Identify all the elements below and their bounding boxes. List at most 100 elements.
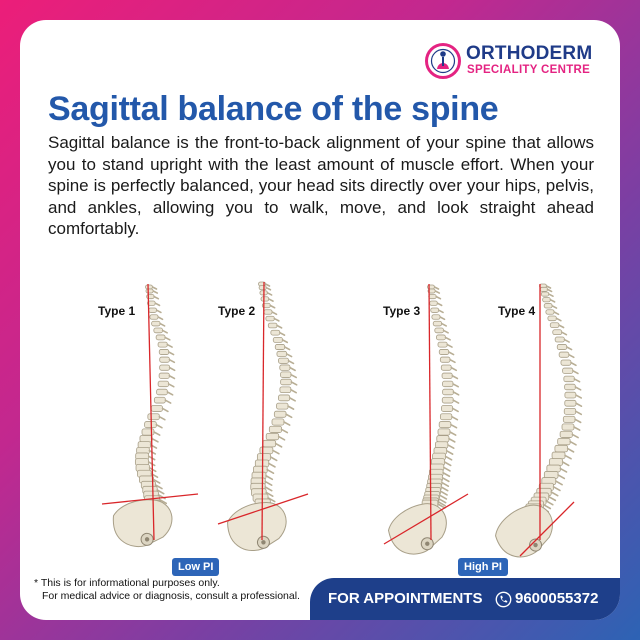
spinous-process — [155, 423, 163, 429]
vertebra — [428, 294, 437, 300]
vertebra — [439, 413, 453, 421]
spinous-process — [568, 353, 575, 359]
plumb-line — [428, 283, 432, 541]
spinous-process — [283, 421, 291, 426]
vertebra — [564, 383, 576, 391]
spinous-process — [265, 286, 272, 291]
spinous-process — [557, 474, 566, 480]
spinous-process — [566, 447, 575, 453]
vertebra — [561, 423, 575, 431]
vertebra — [540, 291, 550, 297]
spinous-process — [155, 309, 162, 314]
spinous-process — [158, 498, 168, 505]
spinous-process — [450, 423, 458, 429]
pelvis-bone — [387, 503, 447, 555]
spinous-process — [552, 486, 561, 492]
vertebra — [159, 364, 171, 371]
spinous-process — [267, 298, 274, 302]
appointments-phone[interactable]: 9600055372 — [515, 590, 599, 607]
vertebra — [145, 288, 154, 294]
vertebra — [546, 464, 561, 473]
appointments-banner[interactable]: FOR APPOINTMENTS 9600055372 — [310, 578, 620, 620]
content-card: ORTHODERM SPECIALITY CENTRE Sagittal bal… — [20, 20, 620, 620]
spinous-process — [565, 346, 573, 351]
spinous-process — [545, 285, 552, 289]
spinous-process — [154, 484, 163, 490]
vertebra — [554, 336, 565, 343]
spinous-process — [273, 317, 280, 322]
spinous-process — [152, 478, 161, 484]
disclaimer: * This is for informational purposes onl… — [34, 577, 300, 603]
spinous-process — [575, 402, 583, 407]
spinous-process — [161, 329, 168, 334]
spinous-process — [266, 468, 275, 474]
vertebra — [278, 357, 289, 364]
spinous-process — [276, 324, 283, 329]
vertebra — [552, 329, 563, 336]
spinous-process — [290, 373, 298, 379]
spinous-process — [285, 353, 293, 358]
vertebra — [440, 364, 452, 371]
spinous-process — [267, 497, 276, 503]
plumb-line — [147, 283, 155, 541]
spinous-process — [277, 435, 286, 441]
spinous-process — [451, 407, 459, 413]
spinous-process — [551, 305, 558, 309]
vertebra — [441, 372, 453, 379]
pelvis-bone — [495, 504, 553, 558]
spinous-process — [290, 388, 298, 394]
vertebra — [559, 430, 573, 438]
vertebra — [151, 320, 161, 327]
spinous-process — [158, 415, 166, 421]
vertebra — [267, 322, 278, 329]
spinous-process — [440, 322, 448, 327]
pelvis-bone — [227, 502, 287, 552]
spinous-process — [559, 467, 568, 473]
vertebra — [564, 399, 577, 407]
spinous-process — [269, 456, 278, 462]
vertebra — [144, 421, 157, 429]
spinous-process — [167, 351, 175, 356]
spinous-process — [289, 366, 296, 372]
spine-4 — [495, 283, 583, 558]
spinous-process — [550, 491, 559, 497]
pelvis-1 — [112, 499, 173, 548]
vertebra — [560, 359, 572, 366]
spinous-process — [265, 474, 274, 481]
vertebra — [280, 378, 292, 386]
spinous-process — [168, 366, 176, 372]
vertebra — [270, 329, 281, 336]
spinous-process — [445, 450, 454, 455]
spinous-process — [574, 418, 582, 424]
vertebra — [263, 309, 273, 315]
vertebra — [279, 386, 292, 394]
page-title: Sagittal balance of the spine — [48, 90, 499, 128]
vertebra — [436, 435, 450, 443]
spinous-process — [153, 431, 161, 436]
spinous-process — [280, 428, 289, 434]
vertebra — [562, 367, 574, 374]
spinous-process — [548, 293, 554, 298]
vertebra — [271, 418, 285, 426]
spinous-process — [166, 391, 174, 396]
spinous-process — [167, 383, 175, 388]
vertebra — [259, 446, 274, 455]
spinous-process — [161, 407, 169, 413]
spinous-process — [154, 302, 161, 307]
vertebra — [157, 341, 168, 348]
pelvis-3 — [387, 503, 447, 555]
spinous-process — [449, 358, 456, 364]
pelvic-line — [383, 493, 469, 545]
vertebra — [145, 284, 153, 290]
femoral-head-center — [425, 541, 430, 546]
orthoderm-logo: ORTHODERM SPECIALITY CENTRE — [425, 40, 605, 82]
spinous-process — [451, 374, 459, 380]
low-pi-badge: Low PI — [172, 558, 220, 576]
femoral-head-center — [533, 542, 538, 548]
spinous-process — [152, 290, 159, 294]
spinous-process — [159, 322, 166, 327]
spinous-process — [287, 405, 295, 410]
spinous-process — [168, 358, 176, 364]
spinous-process — [153, 295, 160, 300]
spinous-process — [439, 316, 446, 321]
